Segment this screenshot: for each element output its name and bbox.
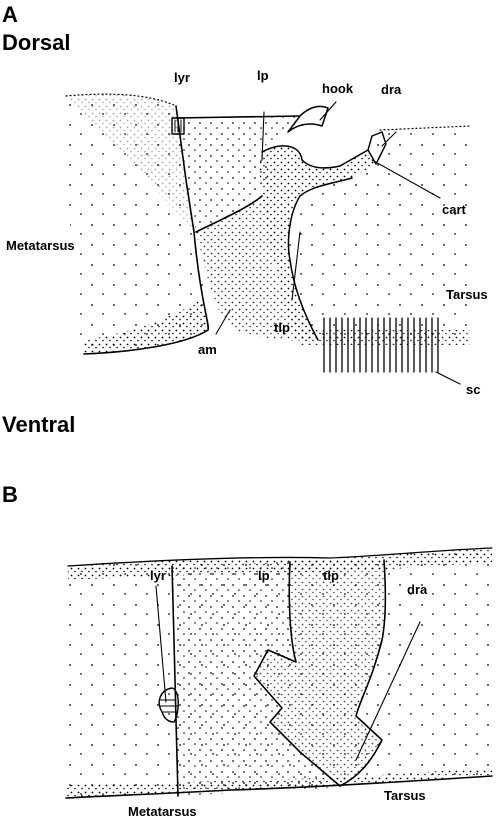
label-dra-a: dra	[381, 82, 402, 97]
label-tlp-a: tlp	[274, 320, 290, 335]
ventral-label: Ventral	[2, 412, 75, 437]
label-hook: hook	[322, 81, 354, 96]
label-cart: cart	[442, 202, 467, 217]
label-am: am	[198, 342, 217, 357]
label-metatarsus-b: Metatarsus	[128, 804, 197, 819]
label-lp-a: lp	[257, 68, 269, 83]
panel-a-letter: A	[2, 2, 18, 27]
label-dra-b: dra	[407, 582, 428, 597]
panel-b-letter: B	[2, 482, 18, 507]
panel-a: A Dorsal	[2, 2, 488, 437]
label-lyr-b: lyr	[150, 568, 166, 583]
label-sc: sc	[466, 382, 480, 397]
label-lp-b: lp	[258, 568, 270, 583]
label-tarsus-b: Tarsus	[384, 788, 426, 803]
label-tarsus-a: Tarsus	[446, 287, 488, 302]
label-metatarsus-a: Metatarsus	[6, 238, 75, 253]
label-lyr-a: lyr	[174, 70, 190, 85]
label-tlp-b: tlp	[323, 568, 339, 583]
dorsal-label: Dorsal	[2, 30, 70, 55]
panel-b: B lyr lp	[2, 482, 492, 819]
